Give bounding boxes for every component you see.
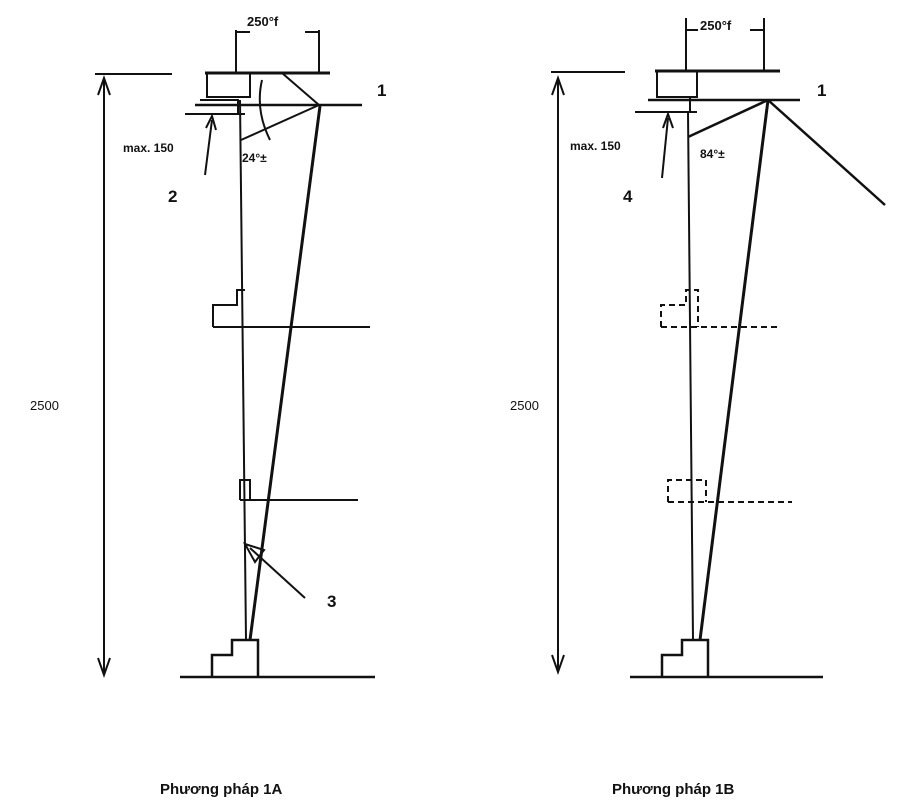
caption-1b: Phương pháp 1B	[612, 781, 735, 798]
max-label: max. 150	[123, 141, 174, 155]
width-dimension-label: 250°f	[247, 14, 279, 29]
arrow-up-icon	[551, 74, 565, 96]
vertical-wall-line	[687, 111, 694, 641]
height-dimension-label: 2500	[30, 398, 59, 413]
plumb-line	[248, 105, 322, 641]
callout-1: 1	[817, 81, 826, 100]
max-label: max. 150	[570, 139, 621, 153]
arrow-down-icon	[97, 657, 111, 679]
diagram-method-1b: 2500 250°f max. 150 84°± 1 4 Phương pháp…	[510, 18, 886, 798]
width-dimension-label: 250°f	[700, 18, 732, 33]
arrow-down-icon	[551, 654, 565, 676]
angle-label: 24°±	[242, 151, 267, 165]
angle-label: 84°±	[700, 147, 725, 161]
height-dimension-label: 2500	[510, 398, 539, 413]
callout-4: 4	[623, 187, 633, 206]
plumb-line	[698, 99, 770, 641]
arrow-up-icon	[97, 74, 111, 96]
callout-2: 2	[168, 187, 177, 206]
caption-1a: Phương pháp 1A	[160, 781, 283, 798]
vertical-wall-line	[239, 99, 247, 641]
callout-1: 1	[377, 81, 386, 100]
diagram-method-1a: 2500 250°f max. 150 24°± 1 2 3	[30, 14, 386, 798]
callout-3: 3	[327, 592, 336, 611]
